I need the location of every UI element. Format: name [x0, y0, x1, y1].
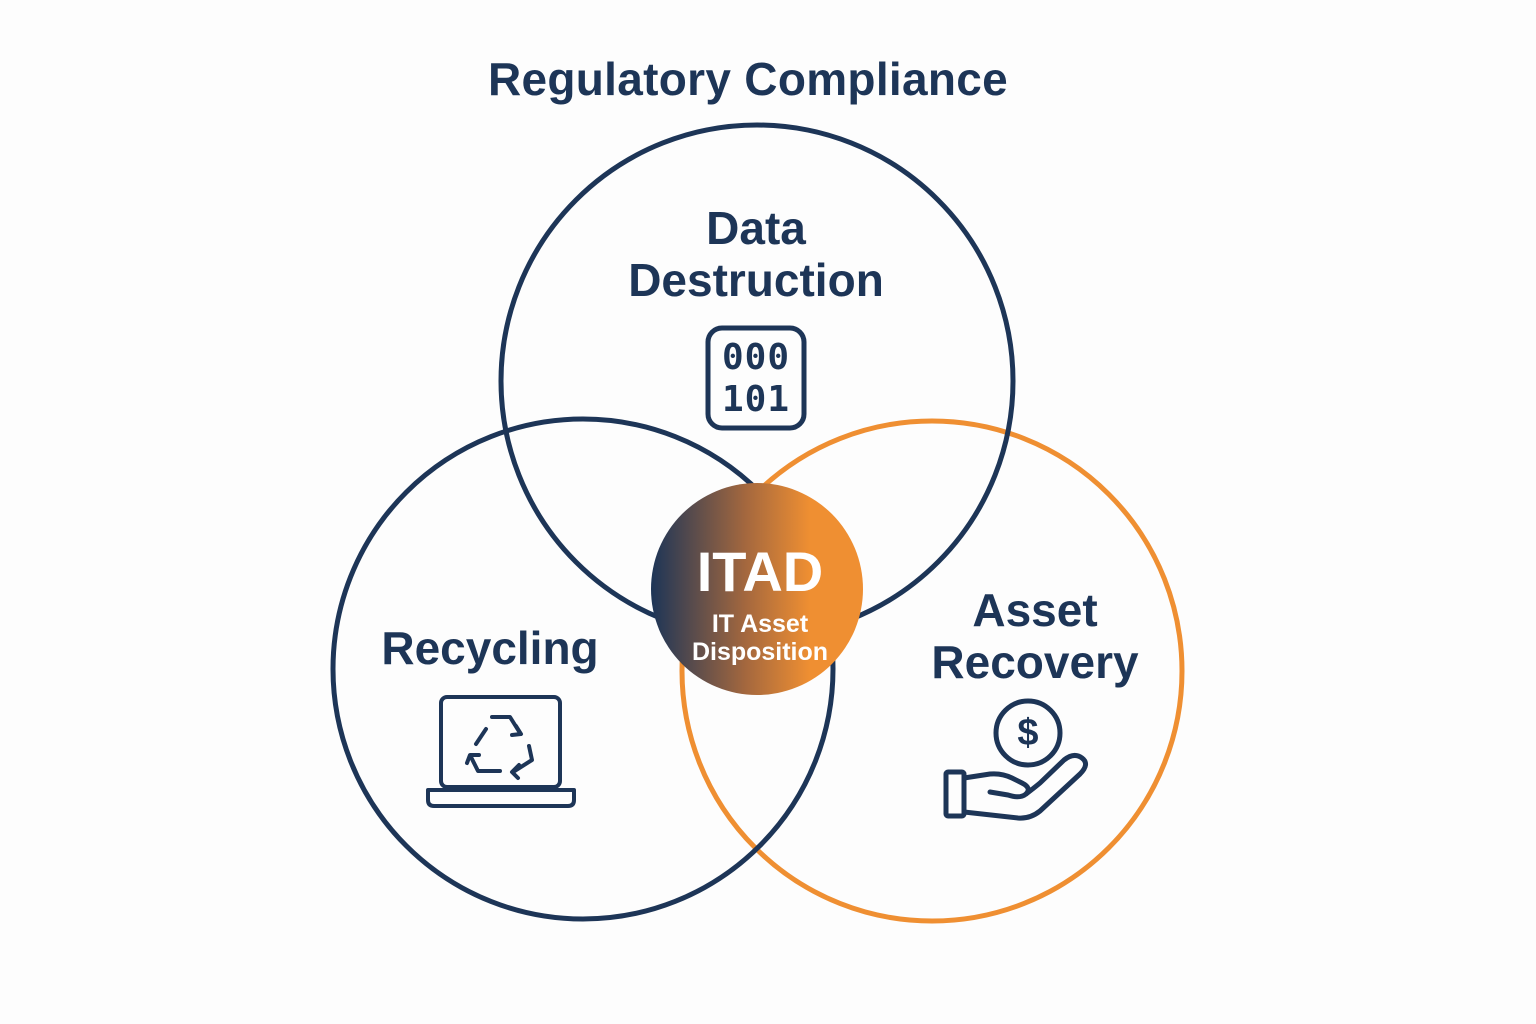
recycling-label: Recycling	[381, 622, 599, 674]
asset-recovery-circle	[679, 418, 1185, 924]
itad-full-name-line1: IT Asset	[711, 610, 809, 638]
binary-icon-row2: 101	[721, 379, 791, 420]
laptop-recycle-icon	[426, 695, 576, 808]
itad-full-name-line2: Disposition	[691, 638, 829, 666]
dollar-sign-icon: $	[1017, 712, 1039, 754]
binary-icon-frame	[705, 325, 807, 431]
asset-recovery-label: Asset Recovery	[880, 584, 1190, 688]
data-destruction-line2: Destruction	[628, 254, 884, 306]
data-destruction-line1: Data	[706, 202, 806, 254]
data-destruction-label: Data Destruction	[556, 202, 956, 306]
itad-abbreviation: ITAD	[696, 540, 824, 603]
diagram-title: Regulatory Compliance	[487, 53, 1009, 105]
hand-dollar-icon	[943, 698, 1088, 821]
binary-icon-row1: 000	[721, 337, 791, 378]
asset-recovery-line1: Asset	[972, 584, 1098, 636]
recycling-circle	[330, 416, 836, 922]
asset-recovery-line2: Recovery	[931, 636, 1139, 688]
itad-center-circle	[651, 483, 863, 695]
